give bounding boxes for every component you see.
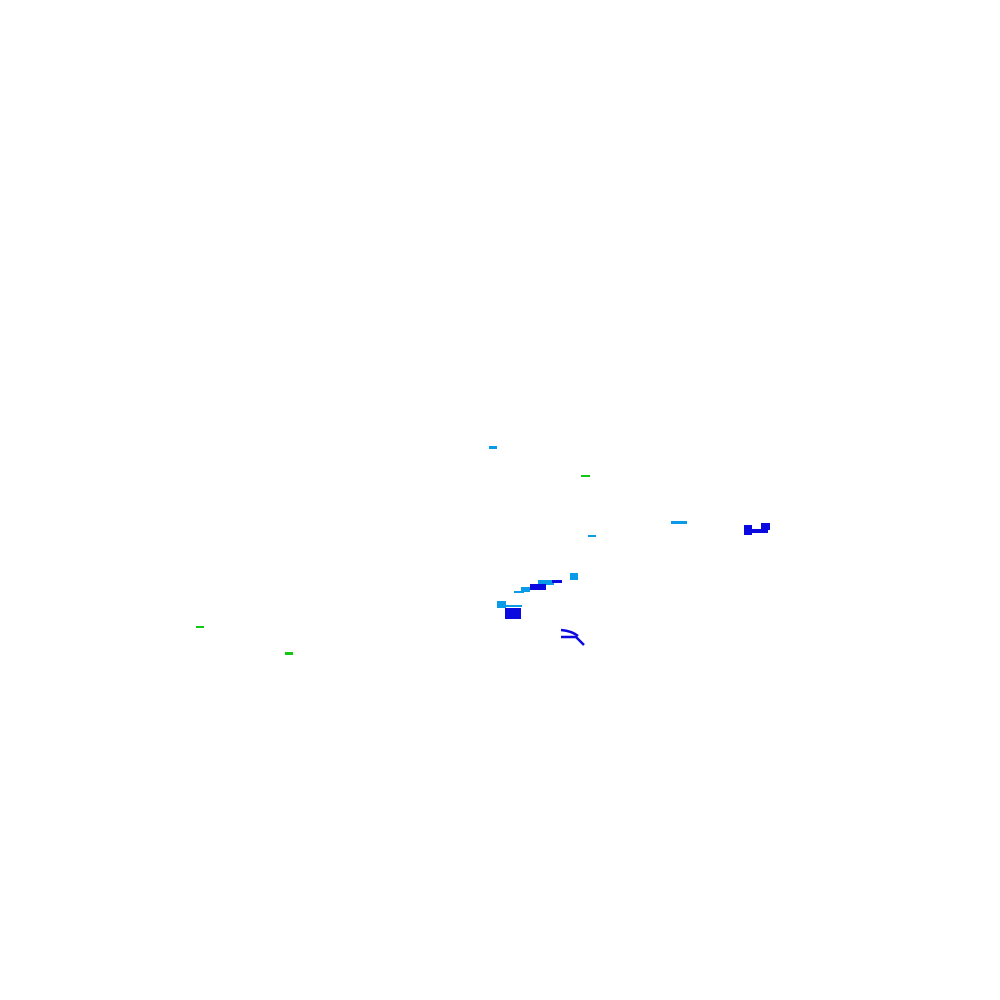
dark-blue-curve	[560, 628, 585, 646]
dark-blue-cluster-bar	[748, 529, 768, 533]
green-dash-3	[285, 652, 293, 655]
diagonal-dark-blue-top	[552, 580, 562, 583]
diagonal-light-blue-left	[497, 601, 506, 608]
green-dash-2	[196, 626, 204, 628]
diagonal-dark-blue-middle	[530, 584, 546, 590]
diagonal-light-blue-middle	[521, 587, 530, 592]
green-dash-1	[581, 475, 590, 477]
dark-blue-cluster-right-block	[761, 523, 770, 530]
diagonal-light-blue-top	[538, 580, 554, 585]
diagonal-light-blue-line	[504, 605, 522, 607]
light-blue-dash-3	[588, 535, 596, 537]
dark-blue-block	[505, 608, 521, 619]
light-blue-square-1	[570, 573, 578, 580]
dark-blue-cluster-right	[744, 523, 770, 535]
light-blue-dash-2	[671, 521, 687, 524]
dark-blue-curve-upper	[560, 628, 579, 637]
diagonal-blue-cluster	[497, 580, 562, 608]
diagonal-light-blue-low	[514, 591, 524, 593]
light-blue-dash-1	[489, 446, 497, 449]
dark-blue-curve-lower	[561, 635, 585, 646]
